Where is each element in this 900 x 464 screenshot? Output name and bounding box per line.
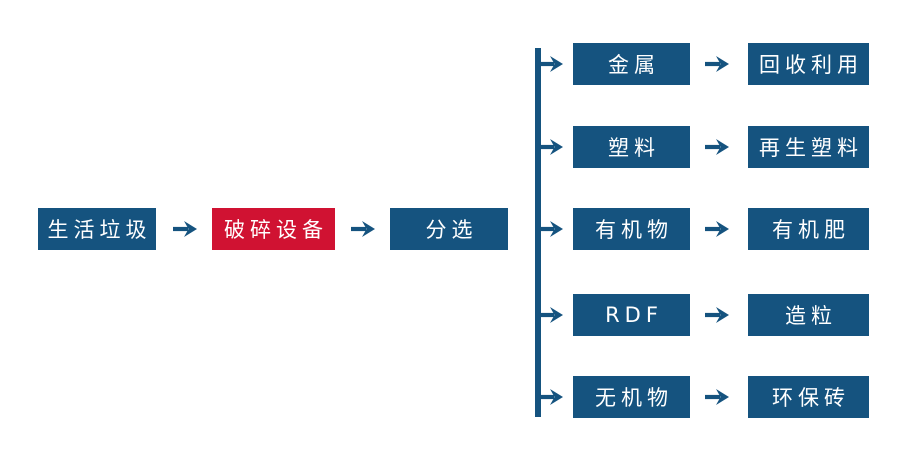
arrow-right-icon (351, 221, 375, 237)
arrow-right-icon (539, 56, 563, 72)
node-granulation: 造粒 (748, 294, 869, 336)
node-inorganic-matter: 无机物 (573, 376, 690, 418)
node-label: RDF (605, 303, 663, 327)
node-recycling: 回收利用 (748, 43, 869, 85)
arrow-right-icon (173, 221, 197, 237)
arrow-right-icon (705, 221, 729, 237)
node-label: 塑料 (608, 136, 660, 160)
arrow-right-icon (705, 56, 729, 72)
arrow-right-icon (705, 307, 729, 323)
arrow-right-icon (539, 221, 563, 237)
node-crushing-equipment: 破碎设备 (212, 208, 335, 250)
node-eco-brick: 环保砖 (748, 376, 869, 418)
node-recycled-plastic: 再生塑料 (748, 126, 869, 168)
node-label: 环保砖 (772, 386, 850, 410)
node-plastic: 塑料 (573, 126, 690, 168)
node-label: 有机物 (595, 218, 673, 242)
node-sorting: 分选 (390, 208, 508, 250)
arrow-right-icon (539, 307, 563, 323)
node-label: 分选 (425, 218, 478, 242)
arrow-right-icon (705, 389, 729, 405)
node-household-waste: 生活垃圾 (38, 208, 156, 250)
node-label: 回收利用 (759, 53, 863, 77)
node-label: 生活垃圾 (47, 218, 152, 242)
arrow-right-icon (705, 139, 729, 155)
branch-connector-line (535, 48, 541, 417)
node-label: 有机肥 (772, 218, 850, 242)
node-label: 金属 (608, 53, 660, 77)
arrow-right-icon (539, 389, 563, 405)
arrow-right-icon (539, 139, 563, 155)
node-label: 无机物 (595, 386, 673, 410)
node-metal: 金属 (573, 43, 690, 85)
node-organic-fertilizer: 有机肥 (748, 208, 869, 250)
node-label: 破碎设备 (224, 218, 328, 242)
node-label: 造粒 (785, 304, 837, 328)
node-label: 再生塑料 (759, 136, 863, 160)
node-organic-matter: 有机物 (573, 208, 690, 250)
node-rdf: RDF (573, 294, 690, 336)
